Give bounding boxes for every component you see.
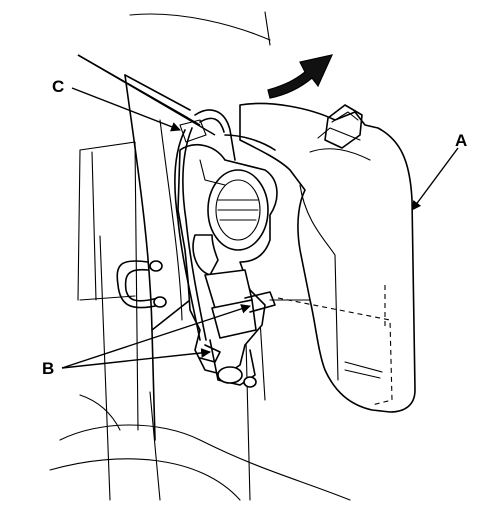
pillar-frame bbox=[124, 74, 191, 441]
callout-b: B bbox=[42, 359, 54, 378]
grab-handle bbox=[116, 260, 167, 309]
callout-c: C bbox=[52, 77, 64, 96]
cover-panel-a bbox=[239, 102, 416, 413]
leader-lines bbox=[61, 54, 459, 369]
wire-harness bbox=[174, 109, 276, 341]
removal-direction-arrow bbox=[267, 54, 334, 99]
curved-arrow-icon bbox=[267, 54, 334, 99]
callout-a: A bbox=[455, 131, 467, 150]
